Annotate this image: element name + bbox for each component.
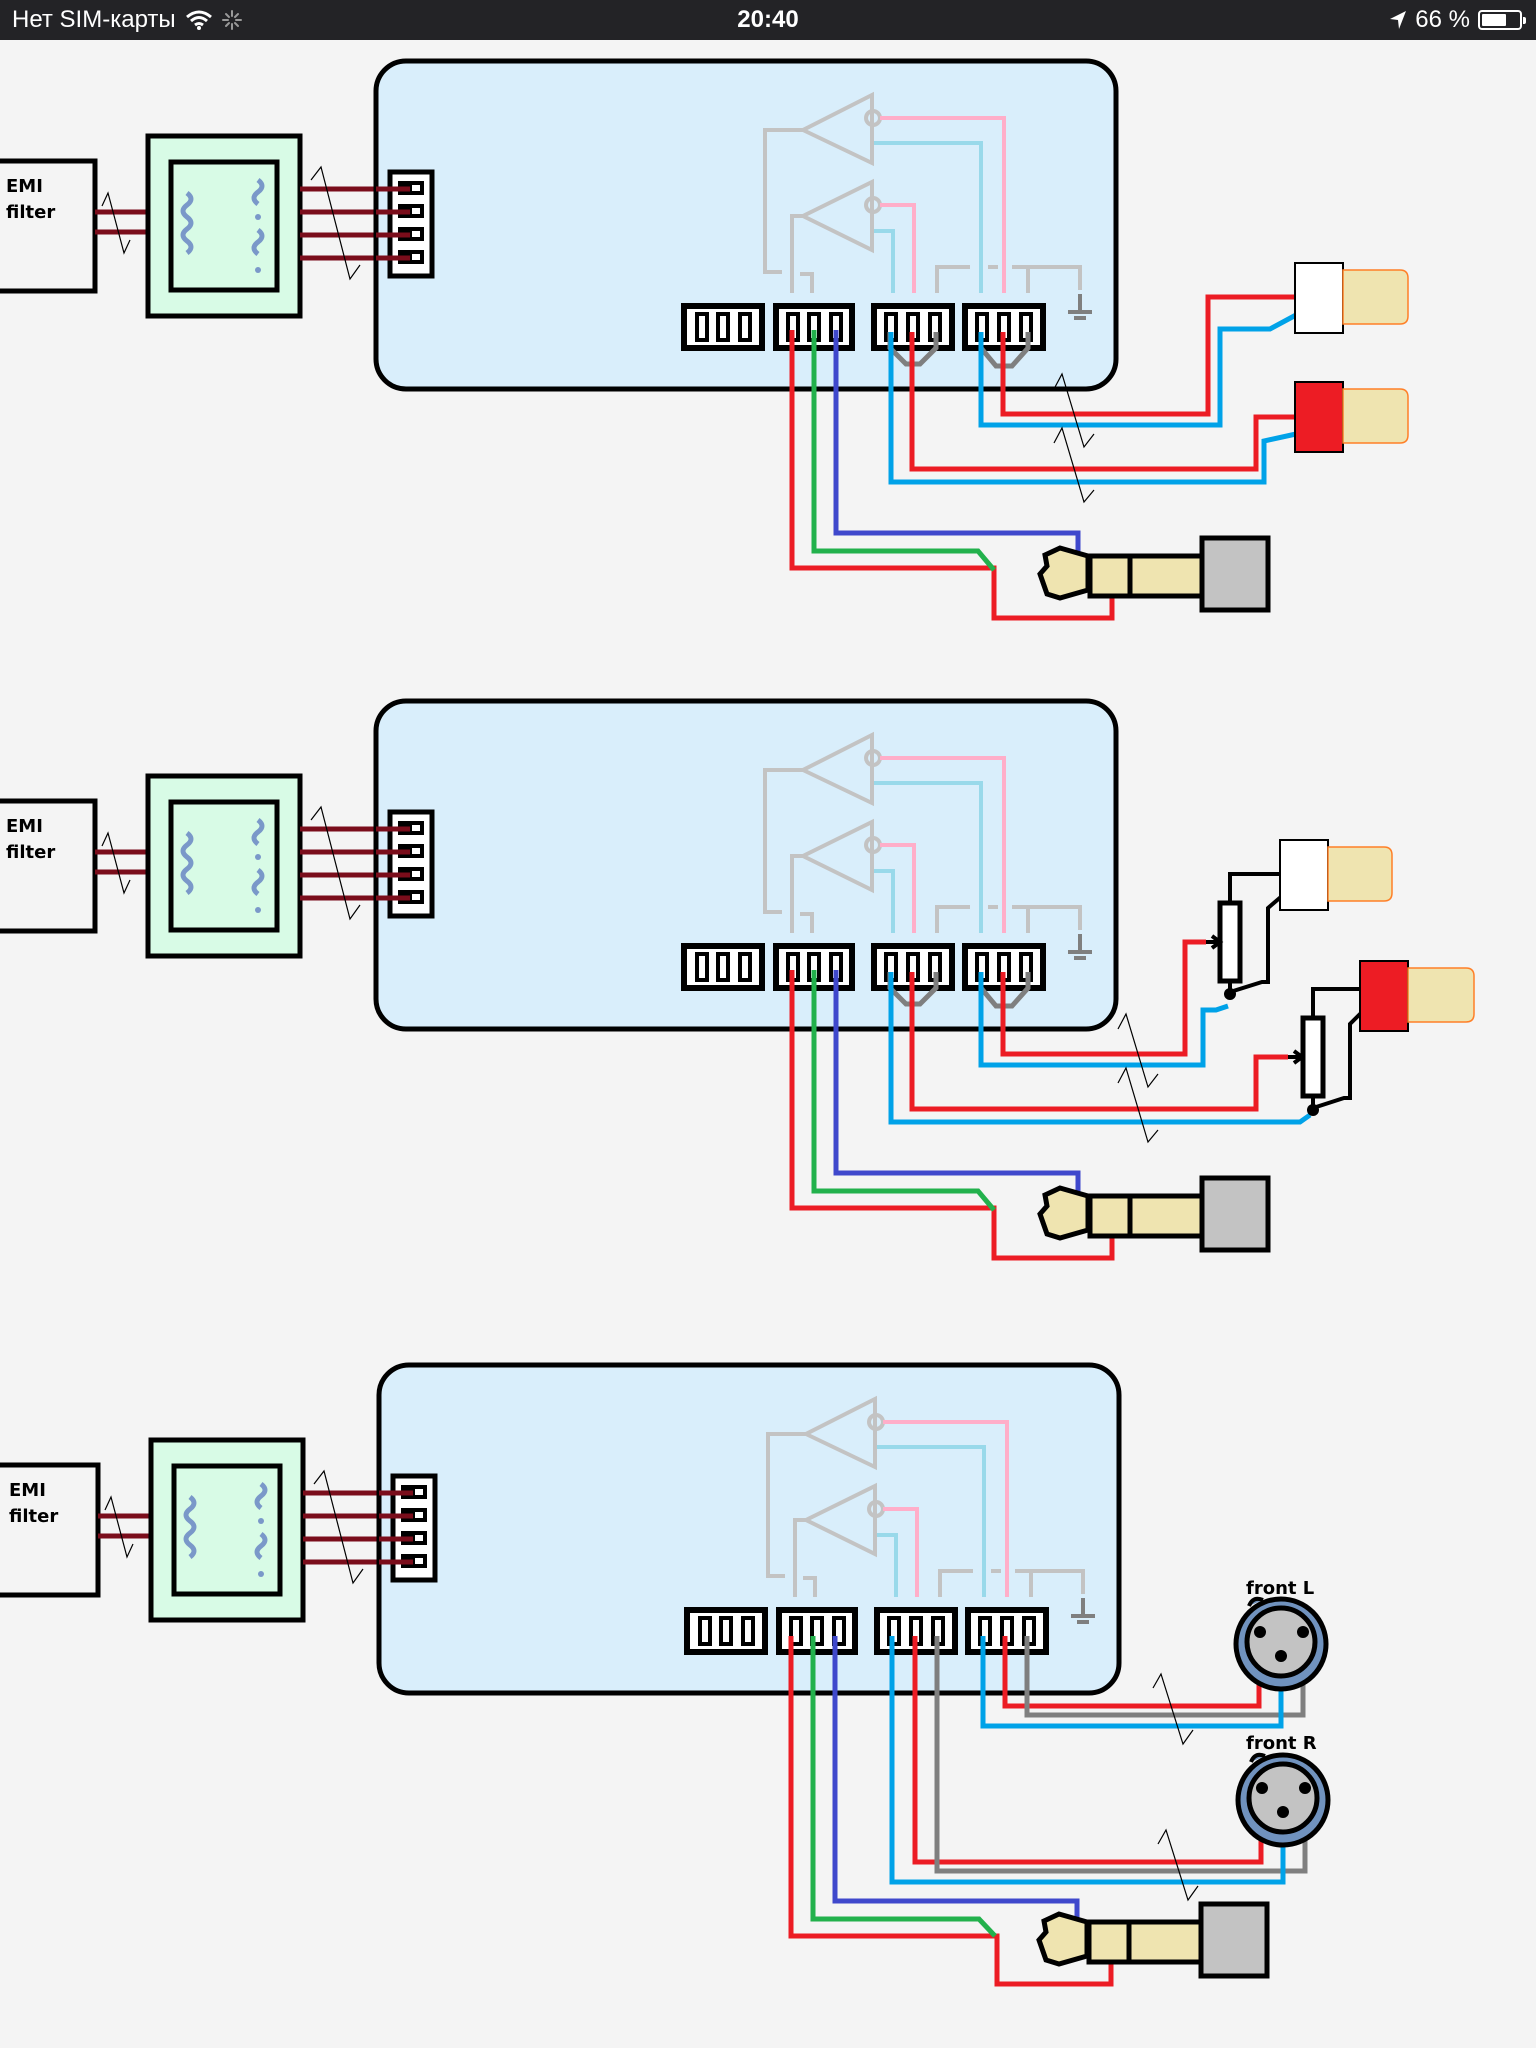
wire-cyan: [888, 972, 1312, 1125]
wire-cyan: [888, 332, 1297, 485]
wire-red: [1000, 294, 1296, 417]
wire-cyan: [978, 972, 1229, 1068]
wire-red: [909, 972, 1288, 1112]
wire-red: [1000, 939, 1206, 1057]
rca-white-plug: [1294, 262, 1344, 334]
emi-filter-label: filter: [9, 1506, 58, 1527]
loading-spinner-icon: [221, 10, 242, 30]
rca-red-tip: [1342, 388, 1409, 444]
rca-red-plug: [1294, 381, 1344, 453]
potentiometer: [1288, 987, 1364, 1116]
stereo-jack-plug: [1040, 538, 1268, 610]
diagram-3-xlr-output: EMI filter front L front R: [0, 1365, 1331, 1987]
emi-filter-label: filter: [6, 842, 55, 863]
xlr-connector-front-l: [1233, 1596, 1329, 1692]
rca-white-plug: [1279, 839, 1329, 911]
clock: 20:40: [737, 6, 799, 33]
potentiometer: [1206, 872, 1284, 1000]
wire-green: [811, 330, 996, 572]
carrier-label: Нет SIM-карты: [12, 6, 176, 33]
wire-blue: [833, 330, 1081, 556]
stereo-jack-plug: [1039, 1904, 1267, 1976]
xlr-label-front-l: front L: [1246, 1578, 1314, 1599]
rca-white-tip: [1342, 269, 1409, 325]
wire-cyan: [889, 1636, 1286, 1885]
wire-blue: [833, 970, 1081, 1196]
wire-red: [789, 970, 1115, 1261]
wire-green: [811, 970, 996, 1212]
emi-filter-label: filter: [6, 202, 55, 223]
wire-red: [789, 330, 1115, 621]
diagram-2-rca-potentiometer-output: EMI filter: [0, 701, 1475, 1261]
status-bar: Нет SIM-карты 20:40 66 %: [0, 0, 1536, 40]
rca-red-tip: [1407, 967, 1475, 1023]
battery-level: [1482, 14, 1506, 26]
diagram-1-rca-output: EMI filter: [0, 61, 1409, 621]
wire-green: [810, 1636, 997, 1938]
xlr-label-front-r: front R: [1246, 1733, 1317, 1754]
rca-white-tip: [1327, 846, 1393, 902]
stereo-jack-plug: [1040, 1178, 1268, 1250]
wire-blue: [832, 1636, 1080, 1922]
xlr-connector-front-r: [1235, 1752, 1331, 1848]
wire-cyan: [980, 1636, 1284, 1729]
wire-red: [788, 1636, 1114, 1987]
wire-red: [909, 332, 1296, 472]
location-arrow-icon: [1390, 11, 1407, 29]
wire-cyan: [978, 312, 1298, 428]
emi-filter-label: EMI: [6, 176, 43, 197]
wifi-icon: [185, 10, 212, 30]
battery-percent: 66 %: [1415, 6, 1470, 33]
battery-icon: [1478, 10, 1526, 30]
emi-filter-label: EMI: [6, 816, 43, 837]
rca-red-plug: [1359, 960, 1409, 1032]
emi-filter-label: EMI: [9, 1480, 46, 1501]
wiring-diagrams: EMI filter EMI filter: [0, 40, 1475, 1987]
